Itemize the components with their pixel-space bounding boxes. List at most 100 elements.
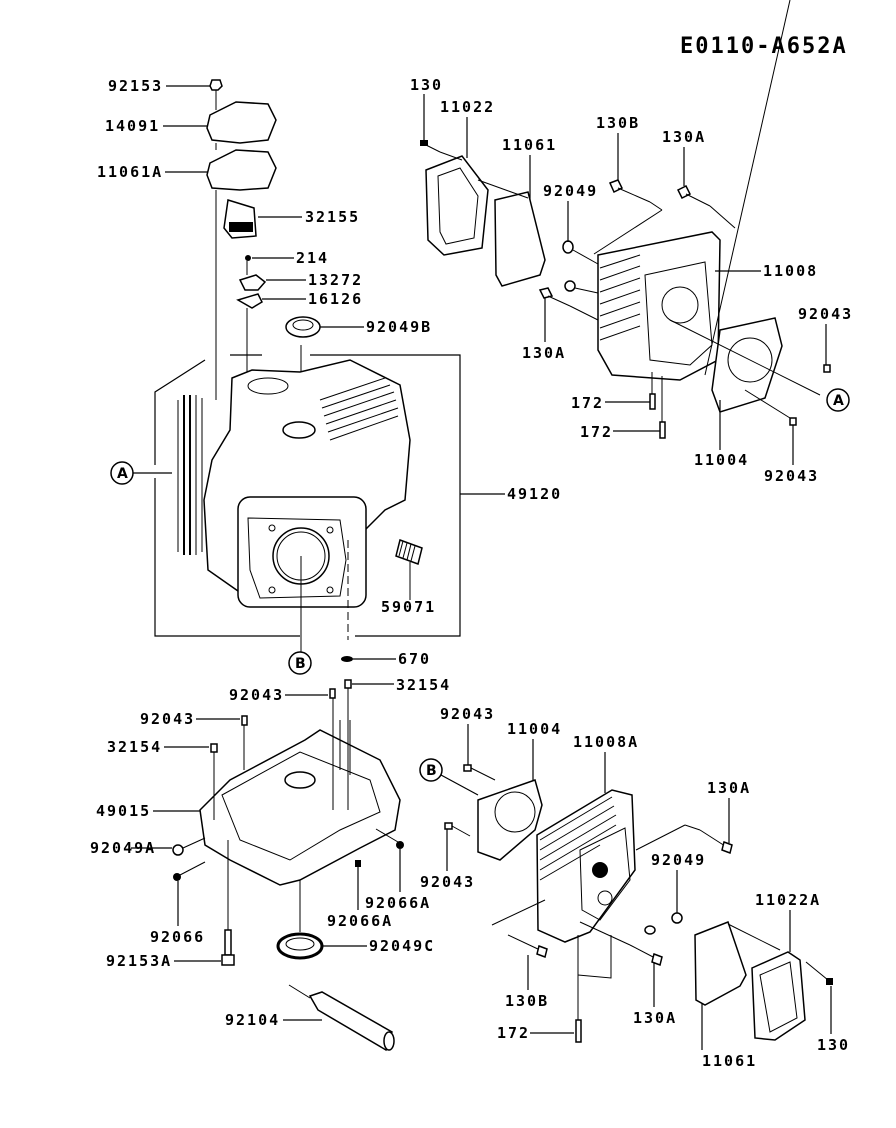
- label-11004-bot: 11004: [507, 720, 562, 738]
- bolt-130A-top[interactable]: [676, 184, 736, 229]
- label-92043-r1: 92043: [798, 305, 853, 323]
- dowel-92043-d[interactable]: [444, 822, 453, 830]
- label-130A-mid: 130A: [522, 344, 566, 362]
- label-14091: 14091: [105, 117, 160, 135]
- dowel-92043-r2[interactable]: [789, 417, 797, 426]
- label-172-a: 172: [571, 394, 604, 412]
- oil-seal-92049C[interactable]: [276, 880, 324, 960]
- head-gasket-11004-bot[interactable]: [477, 779, 543, 861]
- labels-upper-right: 130 11022 11061 130B 130A 92049 11008 13…: [410, 76, 853, 485]
- plate-13272[interactable]: [238, 274, 267, 291]
- plug-59071[interactable]: [395, 539, 423, 600]
- dowel-92043-c[interactable]: [463, 764, 472, 772]
- screw-214[interactable]: [245, 255, 251, 261]
- label-11008: 11008: [763, 262, 818, 280]
- label-172-c: 172: [497, 1024, 530, 1042]
- label-670: 670: [398, 650, 431, 668]
- bolt-130A-r[interactable]: [699, 829, 733, 854]
- svg-text:B: B: [426, 763, 437, 779]
- label-130B-top: 130B: [596, 114, 640, 132]
- plug-92066A-a[interactable]: [396, 841, 404, 849]
- head-gasket-11004-top[interactable]: [711, 317, 783, 413]
- ref-B-bottom: B: [288, 651, 312, 675]
- rocker-cover-11022A[interactable]: [751, 951, 806, 1041]
- breather-reed-32155[interactable]: [223, 199, 257, 239]
- screw-130-bot[interactable]: [805, 961, 833, 985]
- crankcase-49120[interactable]: [154, 316, 461, 652]
- dowel-92043-r1[interactable]: [823, 364, 831, 373]
- bolt-130B-bot[interactable]: [507, 934, 548, 958]
- crankcase-cover-49015[interactable]: [199, 720, 401, 886]
- cylinder-head-11008[interactable]: [597, 231, 721, 381]
- dowel-92043-a[interactable]: [329, 688, 336, 699]
- label-11061A: 11061A: [97, 163, 163, 181]
- breather-cover-14091[interactable]: [206, 101, 277, 144]
- plug-92066[interactable]: [173, 873, 181, 881]
- dowel-92043-b[interactable]: [241, 715, 248, 726]
- label-92049-top: 92049: [543, 182, 598, 200]
- stud-172-a[interactable]: [649, 393, 656, 410]
- label-92043-d: 92043: [420, 873, 475, 891]
- label-92104: 92104: [225, 1011, 280, 1029]
- label-11061-bot: 11061: [702, 1052, 757, 1070]
- plug-92066A-b[interactable]: [355, 860, 361, 867]
- pin-32154-b[interactable]: [210, 743, 218, 753]
- label-11061-top: 11061: [502, 136, 557, 154]
- label-59071: 59071: [381, 598, 436, 616]
- label-172-b: 172: [580, 423, 613, 441]
- bolt-92153[interactable]: [209, 79, 223, 110]
- ref-B-left: B: [419, 758, 479, 796]
- cylinder-head-11008A[interactable]: [536, 789, 636, 943]
- gasket-11061-top[interactable]: [494, 191, 546, 287]
- label-32154-a: 32154: [396, 676, 451, 694]
- label-11022: 11022: [440, 98, 495, 116]
- labels-lower-left: 92043 32154 92043 32154 49015 92049A 920…: [90, 676, 451, 1029]
- label-92043-r2: 92043: [764, 467, 819, 485]
- label-130A-bot: 130A: [633, 1009, 677, 1027]
- washer-670[interactable]: [341, 656, 353, 662]
- oil-seal-92049B[interactable]: [285, 316, 321, 338]
- diagram-title: E0110-A652A: [680, 34, 848, 59]
- plate-16126[interactable]: [236, 293, 263, 309]
- label-92066: 92066: [150, 928, 205, 946]
- bolt-130B-top[interactable]: [608, 179, 663, 211]
- label-32154-b: 32154: [107, 738, 162, 756]
- cap-92049-bot[interactable]: [671, 912, 683, 924]
- label-130-bot: 130: [817, 1036, 850, 1054]
- bolt-130A-mid[interactable]: [538, 287, 599, 321]
- label-92049C: 92049C: [369, 937, 435, 955]
- label-16126: 16126: [308, 290, 363, 308]
- svg-text:B: B: [295, 656, 306, 672]
- label-92043-c: 92043: [440, 705, 495, 723]
- label-11004-top: 11004: [694, 451, 749, 469]
- label-92049B: 92049B: [366, 318, 432, 336]
- label-32155: 32155: [305, 208, 360, 226]
- label-92153: 92153: [108, 77, 163, 95]
- label-130B-bot: 130B: [505, 992, 549, 1010]
- screw-130-top[interactable]: [420, 140, 463, 161]
- bolt-92153A[interactable]: [221, 840, 235, 966]
- bolt-130A-bot[interactable]: [629, 944, 663, 966]
- label-11022A: 11022A: [755, 891, 821, 909]
- label-130A-top: 130A: [662, 128, 706, 146]
- label-130-top: 130: [410, 76, 443, 94]
- sealant-tube-92104[interactable]: [288, 984, 395, 1052]
- stud-172-c[interactable]: [575, 1019, 582, 1043]
- cap-92049-top[interactable]: [562, 240, 574, 254]
- label-214: 214: [296, 249, 329, 267]
- cap-92049A[interactable]: [172, 844, 184, 856]
- stud-172-b[interactable]: [659, 421, 666, 439]
- label-92153A: 92153A: [106, 952, 172, 970]
- ref-A-right: A: [826, 388, 850, 412]
- label-49120: 49120: [507, 485, 562, 503]
- gasket-11061-bot[interactable]: [694, 921, 747, 1006]
- label-130A-r: 130A: [707, 779, 751, 797]
- rocker-cover-11022[interactable]: [425, 155, 489, 256]
- svg-text:A: A: [833, 393, 844, 409]
- breather-assembly: [206, 79, 277, 400]
- pin-32154-a[interactable]: [344, 679, 352, 689]
- gasket-11061A[interactable]: [206, 149, 277, 191]
- labels-lower-right: 92043 11004 11008A 130A 92043 92049 1102…: [420, 705, 850, 1070]
- label-13272: 13272: [308, 271, 363, 289]
